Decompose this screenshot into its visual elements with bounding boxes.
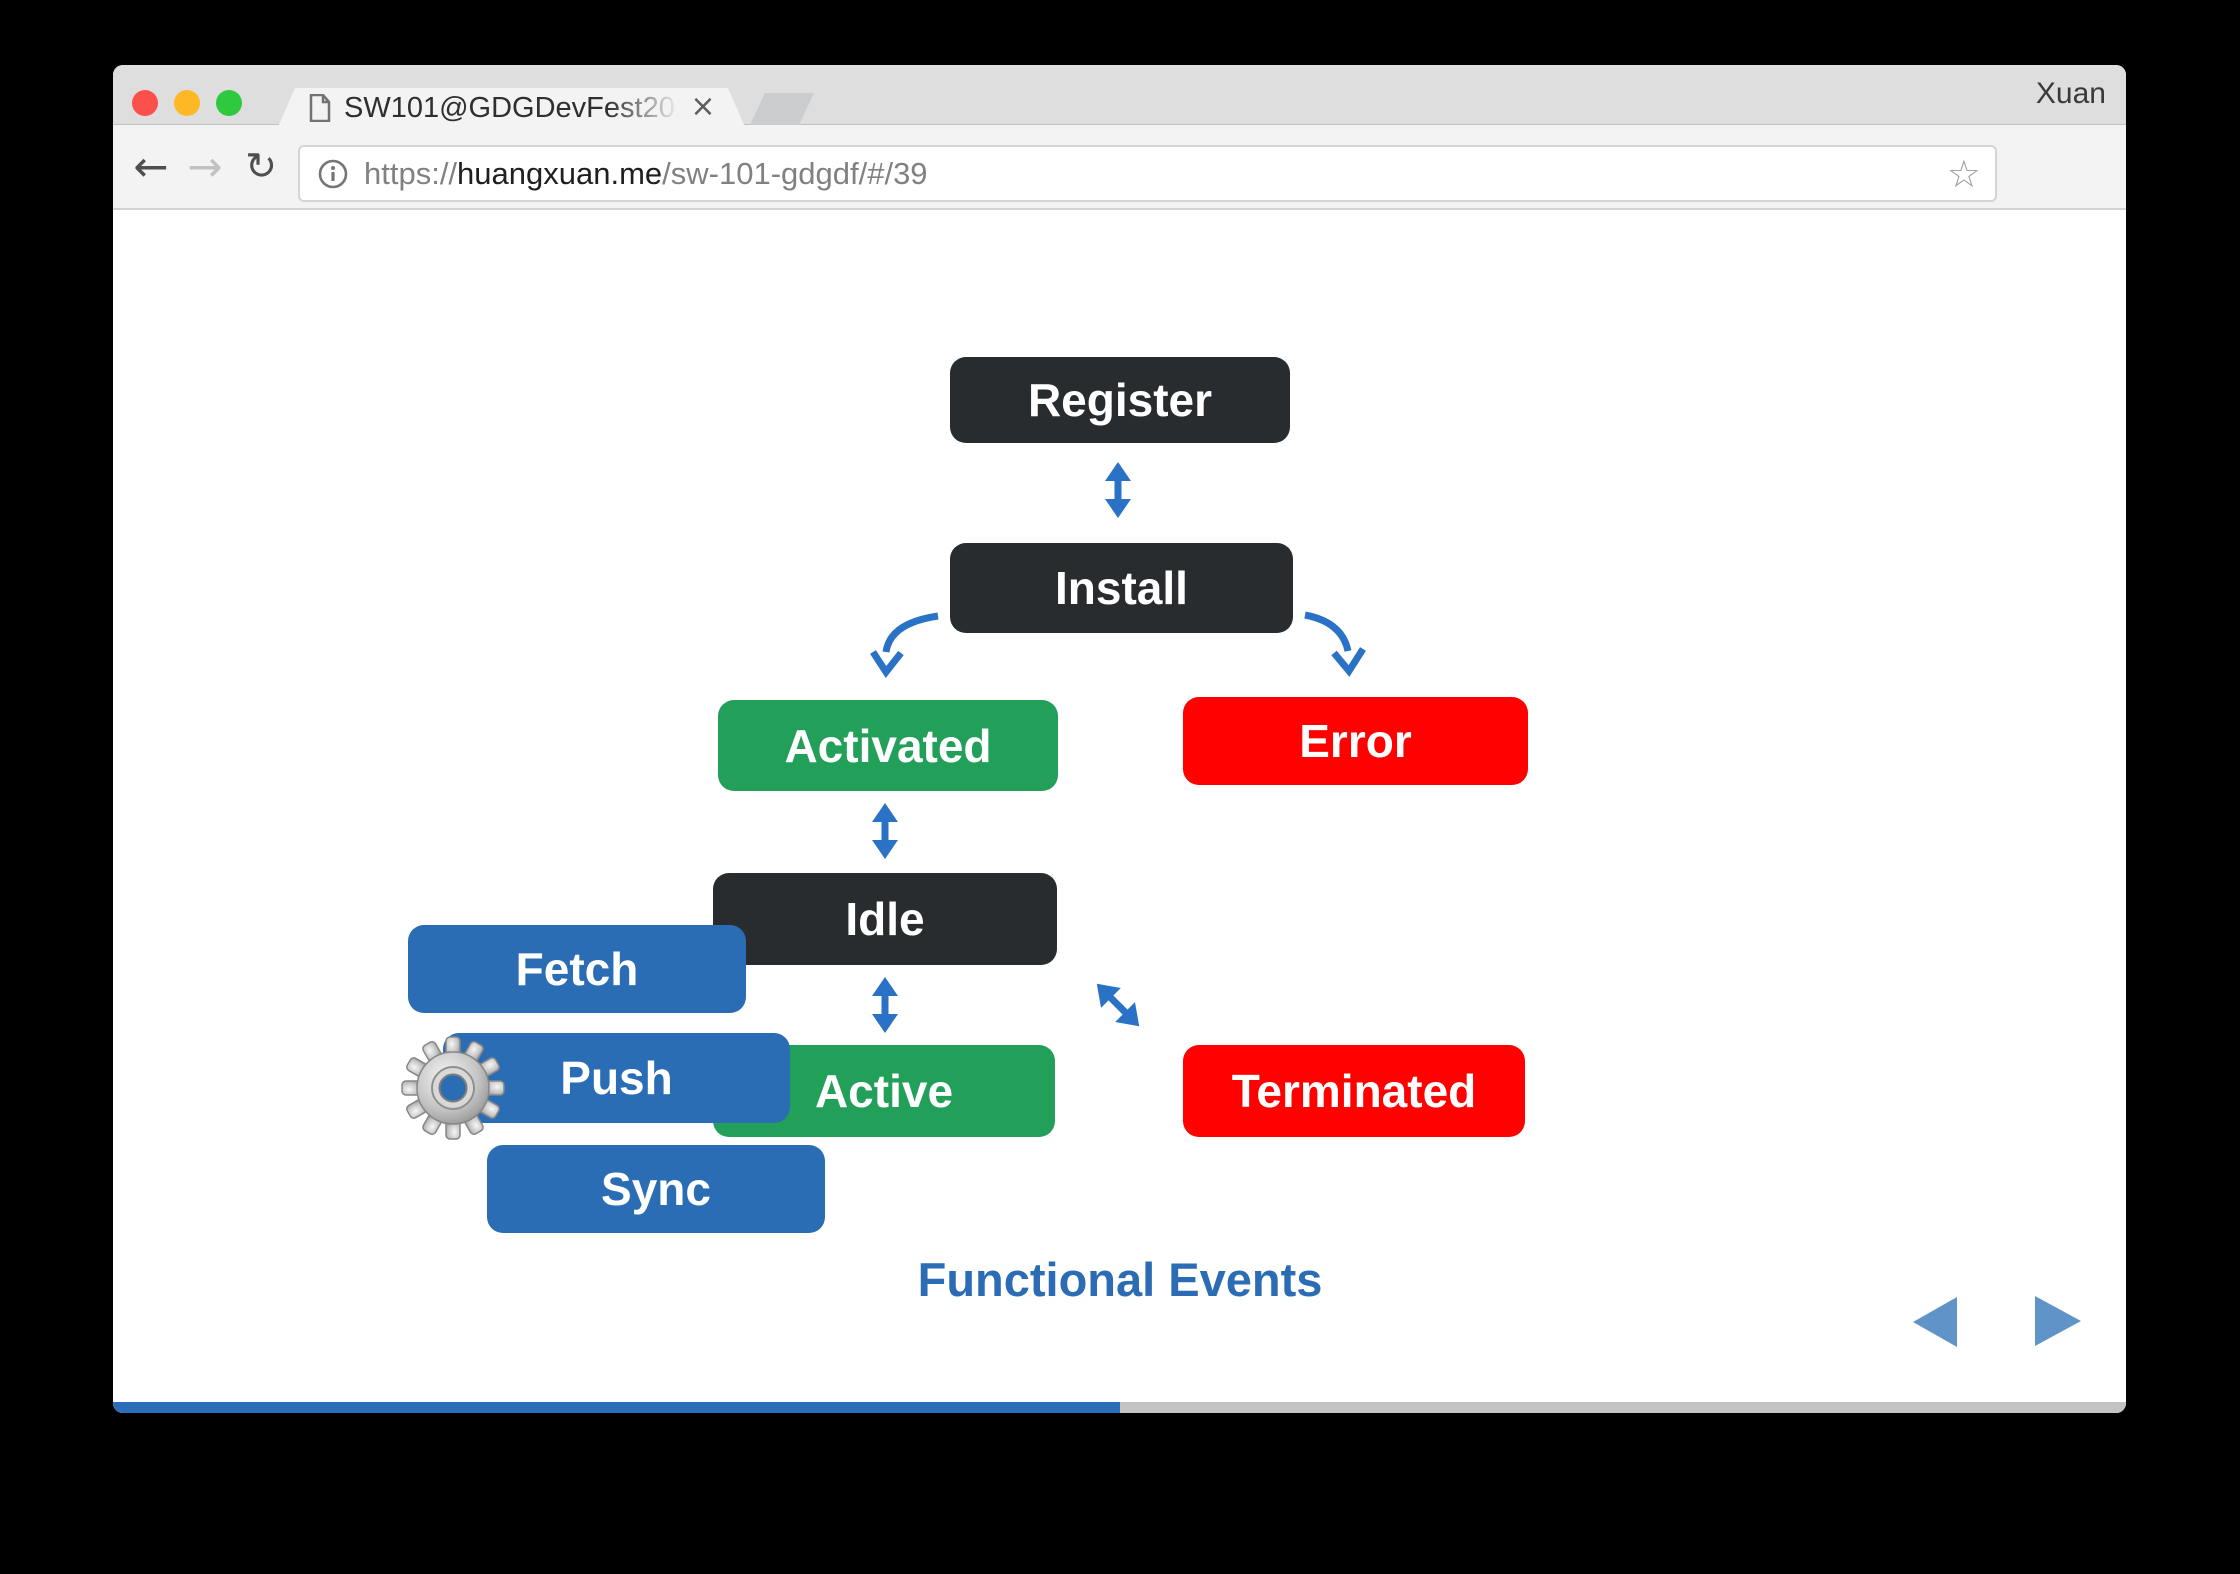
curved-arrow-install-activated	[870, 612, 939, 678]
url-text: https://huangxuan.me/sw-101-gdgdf/#/39	[364, 147, 928, 200]
url-host: huangxuan.me	[457, 156, 663, 191]
url-path: /sw-101-gdgdf/#/39	[662, 156, 928, 191]
gear-icon	[401, 1036, 505, 1140]
node-idle: Idle	[713, 873, 1057, 965]
node-register: Register	[950, 357, 1290, 443]
tab-close-icon[interactable]: ×	[690, 89, 716, 124]
node-fetch: Fetch	[408, 925, 746, 1013]
browser-tab[interactable]: SW101@GDGDevFest2016 - ( ×	[278, 88, 745, 127]
tab-strip: SW101@GDGDevFest2016 - ( × Xuan	[113, 65, 2126, 127]
tab-title-fade	[608, 88, 698, 124]
address-bar[interactable]: https://huangxuan.me/sw-101-gdgdf/#/39 ☆	[298, 145, 1997, 202]
node-sync: Sync	[487, 1145, 825, 1233]
slide-content: Register Install Activated Error Idle Fe…	[113, 212, 2126, 1413]
node-error: Error	[1183, 697, 1528, 785]
double-arrow-idle-active	[872, 977, 898, 1033]
curved-arrow-install-error	[1304, 611, 1366, 677]
forward-icon[interactable]: →	[187, 142, 223, 191]
node-terminated: Terminated	[1183, 1045, 1525, 1137]
new-tab-button[interactable]	[750, 93, 814, 125]
prev-slide-button[interactable]	[1913, 1297, 1957, 1347]
info-icon[interactable]	[318, 159, 348, 189]
fullscreen-window-button[interactable]	[216, 90, 242, 116]
close-window-button[interactable]	[132, 90, 158, 116]
slide-progress-fill	[113, 1402, 1120, 1413]
profile-name[interactable]: Xuan	[2035, 77, 2106, 110]
bookmark-star-icon[interactable]: ☆	[1946, 152, 1981, 196]
double-arrow-idle-terminated	[1096, 983, 1140, 1027]
slide-progress-track	[113, 1402, 2126, 1413]
browser-toolbar: ← → ↻ https://huangxuan.me/sw-101-gdgdf/…	[113, 125, 2126, 258]
back-icon[interactable]: ←	[133, 142, 169, 191]
node-activated: Activated	[718, 700, 1058, 791]
double-arrow-register-install	[1105, 462, 1131, 518]
reload-icon[interactable]: ↻	[245, 144, 277, 188]
double-arrow-activated-idle	[872, 803, 898, 859]
node-push: Push	[443, 1033, 790, 1123]
node-install: Install	[950, 543, 1293, 633]
minimize-window-button[interactable]	[174, 90, 200, 116]
slide-caption: Functional Events	[917, 1253, 1323, 1306]
browser-window: SW101@GDGDevFest2016 - ( × Xuan ← → ↻ ht…	[113, 65, 2126, 1413]
page-icon	[309, 94, 331, 122]
url-scheme: https://	[364, 156, 458, 191]
next-slide-button[interactable]	[2035, 1296, 2081, 1346]
